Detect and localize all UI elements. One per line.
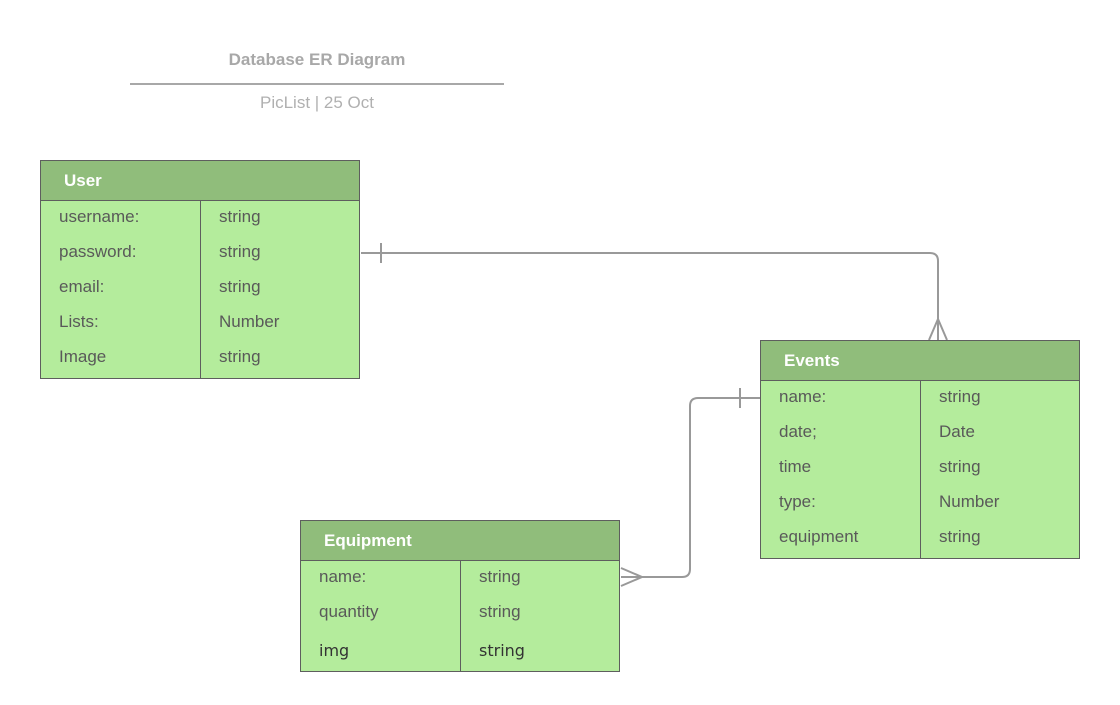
events-equipment-connector[interactable]: [620, 388, 760, 587]
entity-equipment[interactable]: Equipment name: string quantity string i…: [300, 520, 620, 672]
user-events-line: [361, 252, 939, 340]
entity-fields: name: string quantity string img string: [301, 561, 619, 671]
field-name: username:: [59, 207, 140, 226]
entity-events[interactable]: Events name: string date; Date time stri…: [760, 340, 1080, 559]
field-name: time: [779, 457, 812, 476]
field-type: Date: [939, 422, 975, 441]
field-type: string: [939, 387, 981, 406]
field-row[interactable]: time string: [761, 453, 1079, 488]
field-row[interactable]: type: Number: [761, 488, 1079, 523]
field-row[interactable]: Lists: Number: [41, 308, 359, 343]
field-type: string: [219, 207, 261, 226]
field-name: equipment: [779, 527, 859, 546]
events-equipment-line: [621, 397, 760, 578]
entity-header: Events: [761, 341, 1079, 381]
field-name: img: [319, 641, 350, 660]
field-row[interactable]: Image string: [41, 343, 359, 378]
field-name: type:: [779, 492, 816, 511]
entity-fields: name: string date; Date time string type…: [761, 381, 1079, 558]
field-name: date;: [779, 422, 817, 441]
field-type: string: [479, 641, 525, 660]
entity-user[interactable]: User username: string password: string e…: [40, 160, 360, 379]
field-type: string: [219, 277, 261, 296]
field-row[interactable]: name: string: [301, 563, 619, 598]
crows-foot-many-icon: [620, 567, 645, 587]
field-name: name:: [779, 387, 827, 406]
field-name: quantity: [319, 602, 379, 621]
field-name: Lists:: [59, 312, 99, 331]
diagram-subtitle: PicList | 25 Oct: [259, 93, 374, 112]
entity-header: User: [41, 161, 359, 201]
field-type: Number: [219, 312, 280, 331]
field-type: string: [939, 527, 981, 546]
field-type: Number: [939, 492, 1000, 511]
field-type: string: [479, 602, 521, 621]
field-row[interactable]: name: string: [761, 383, 1079, 418]
field-name: email:: [59, 277, 105, 296]
diagram-title: Database ER Diagram: [228, 50, 406, 69]
field-type: string: [219, 242, 261, 261]
field-row[interactable]: password: string: [41, 238, 359, 273]
field-row[interactable]: equipment string: [761, 523, 1079, 558]
field-row[interactable]: quantity string: [301, 598, 619, 633]
entity-fields: username: string password: string email:…: [41, 201, 359, 378]
field-row[interactable]: username: string: [41, 203, 359, 238]
field-type: string: [939, 457, 981, 476]
field-name: password:: [59, 242, 137, 261]
field-type: string: [219, 347, 261, 366]
entity-header: Equipment: [301, 521, 619, 561]
field-row[interactable]: email: string: [41, 273, 359, 308]
field-row[interactable]: img string: [301, 633, 619, 671]
field-name: name:: [319, 567, 367, 586]
user-events-connector[interactable]: [361, 243, 948, 341]
field-type: string: [479, 567, 521, 586]
field-row[interactable]: date; Date: [761, 418, 1079, 453]
field-name: Image: [59, 347, 107, 366]
crows-foot-many-icon: [928, 316, 948, 341]
title-divider: [130, 83, 504, 85]
